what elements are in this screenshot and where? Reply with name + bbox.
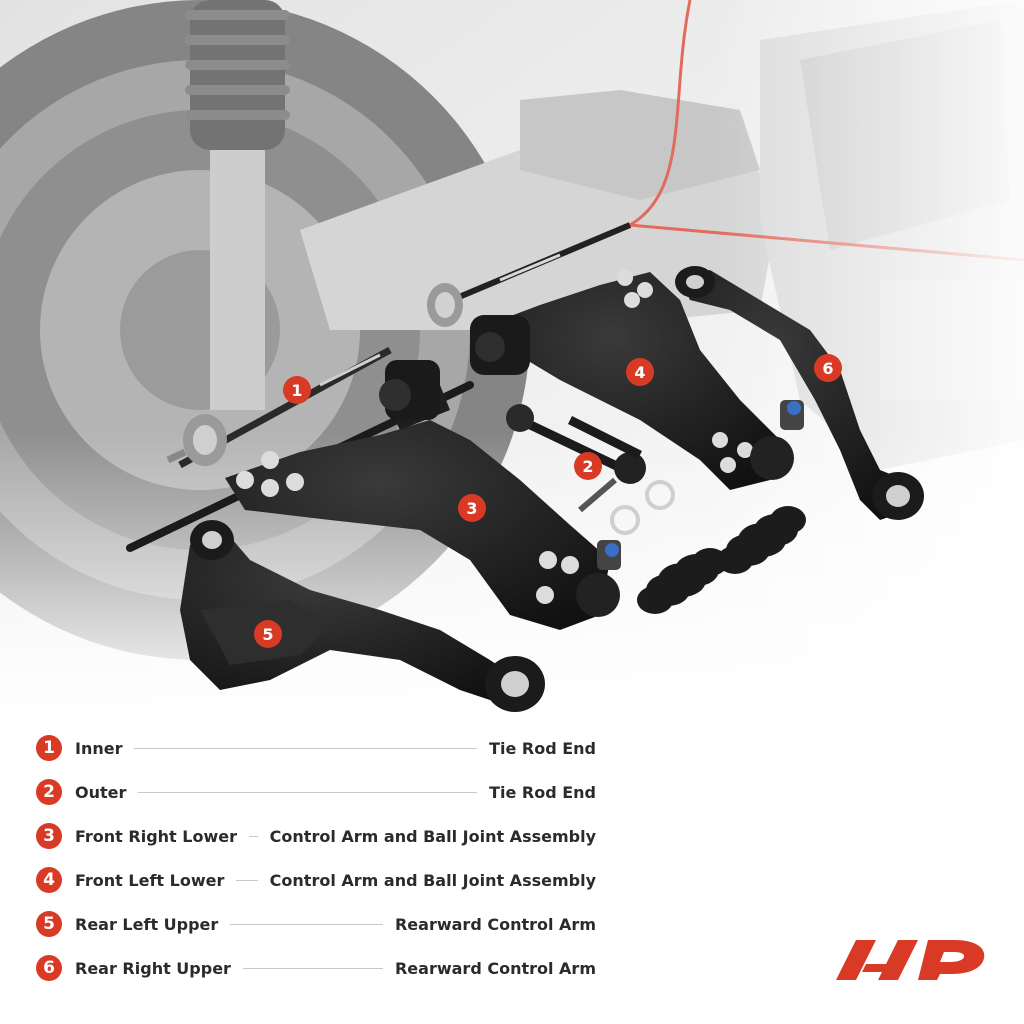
callout-5-badge: [254, 620, 282, 648]
callout-1: 1: [283, 376, 311, 404]
leader-line: [230, 923, 383, 925]
leader-line: [138, 791, 478, 793]
callout-1-badge: [283, 376, 311, 404]
legend-number-badge: 2: [36, 779, 62, 805]
callout-6: 6: [814, 354, 842, 382]
leader-line: [248, 835, 258, 837]
legend-part-position: Front Right Lower: [75, 826, 237, 846]
legend-row-2: 2 Outer Tie Rod End: [36, 770, 596, 814]
legend-part-name: Rearward Control Arm: [394, 914, 596, 934]
callout-2-badge: [574, 452, 602, 480]
legend-part-name: Control Arm and Ball Joint Assembly: [269, 870, 596, 890]
parts-legend: 1 Inner Tie Rod End 2 Outer Tie Rod End …: [36, 726, 596, 990]
a-premium-logo-icon: [836, 940, 985, 980]
legend-row-1: 1 Inner Tie Rod End: [36, 726, 596, 770]
callout-3-badge: [458, 494, 486, 522]
callout-4: 4: [626, 358, 654, 386]
legend-row-5: 5 Rear Left Upper Rearward Control Arm: [36, 902, 596, 946]
callout-3: 3: [458, 494, 486, 522]
legend-part-position: Inner: [75, 738, 123, 758]
callout-2: 2: [574, 452, 602, 480]
legend-part-name: Tie Rod End: [489, 738, 596, 758]
callout-6-badge: [814, 354, 842, 382]
leader-line: [236, 879, 258, 881]
inner-tie-rod-part-2: [427, 222, 632, 327]
callout-6-number: 6: [822, 359, 833, 378]
legend-part-position: Rear Left Upper: [75, 914, 219, 934]
legend-number-badge: 6: [36, 955, 62, 981]
leader-line: [242, 967, 383, 969]
callout-5-number: 5: [262, 625, 273, 644]
legend-part-position: Outer: [75, 782, 127, 802]
callout-4-badge: [626, 358, 654, 386]
callout-4-number: 4: [634, 363, 645, 382]
callout-2-number: 2: [582, 457, 593, 476]
legend-part-position: Rear Right Upper: [75, 958, 231, 978]
legend-part-position: Front Left Lower: [75, 870, 225, 890]
legend-number-badge: 1: [36, 735, 62, 761]
legend-row-6: 6 Rear Right Upper Rearward Control Arm: [36, 946, 596, 990]
legend-row-4: 4 Front Left Lower Control Arm and Ball …: [36, 858, 596, 902]
legend-number-badge: 5: [36, 911, 62, 937]
suspension-kit-photo: 1 2 3 4 5 6: [0, 0, 1024, 720]
callout-3-number: 3: [466, 499, 477, 518]
front-right-lower-control-arm-part: [225, 360, 621, 630]
legend-part-name: Control Arm and Ball Joint Assembly: [269, 826, 596, 846]
callout-5: 5: [254, 620, 282, 648]
rear-left-upper-control-arm-part: [180, 520, 545, 712]
rack-boot-parts: [637, 506, 806, 614]
legend-row-3: 3 Front Right Lower Control Arm and Ball…: [36, 814, 596, 858]
outer-tie-rod-end-part: [506, 404, 675, 535]
legend-part-name: Tie Rod End: [489, 782, 596, 802]
legend-part-name: Rearward Control Arm: [394, 958, 596, 978]
callout-1-number: 1: [291, 381, 302, 400]
rear-right-upper-control-arm-part: [675, 266, 924, 520]
legend-number-badge: 4: [36, 867, 62, 893]
leader-line: [134, 747, 478, 749]
legend-number-badge: 3: [36, 823, 62, 849]
